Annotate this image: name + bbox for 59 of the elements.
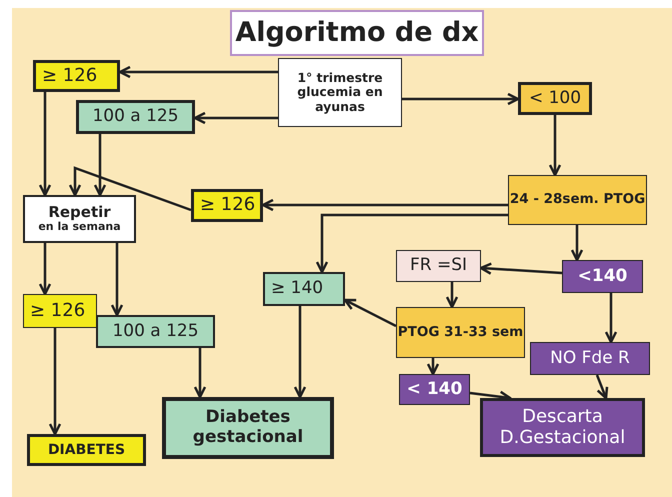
node-text: NO Fde R [550,348,630,368]
process-box [399,374,470,405]
process-box [96,315,215,348]
node-text: < 100 [528,88,582,108]
arrow [38,92,52,196]
arrow [48,328,62,436]
arrow [262,198,508,212]
node-text: Descarta D.Gestacional [498,406,626,448]
arrow [94,134,106,196]
process-box [76,100,195,134]
node-text: 1° trimestre glucemia en ayunas [296,70,384,114]
arrow [118,66,278,78]
process-box [263,272,345,306]
arrow [294,306,306,398]
arrow [446,282,458,308]
arrow [604,293,618,344]
node-text: PTOG 31-33 sem [398,324,524,340]
arrow [38,243,52,296]
node-text: 100 a 125 [112,322,199,342]
node-text: <140 [578,266,628,286]
arrow [548,115,562,176]
node-text: < 140 [406,380,462,400]
title-box: Algoritmo de dx [230,10,484,56]
node-text: ≥ 140 [271,279,324,299]
process-box [396,250,481,282]
node-text: 100 a 125 [92,107,179,127]
arrow [68,166,192,212]
node-text: Repetir [48,204,111,222]
process-box [27,434,146,466]
process-box [162,397,334,459]
process-box [278,58,402,127]
arrow [480,262,562,275]
process-box [562,260,643,293]
process-box [23,195,136,243]
node-text: DIABETES [48,442,126,458]
process-box [508,175,647,225]
node-text: Diabetes gestacional [192,408,304,448]
node-subtext: en la semana [38,221,121,234]
arrow [110,243,124,316]
arrow [402,92,520,106]
arrow [596,374,608,400]
arrow [570,225,584,262]
process-box [518,82,592,115]
arrow [344,298,397,328]
node-text: 24 - 28sem. PTOG [510,192,646,208]
process-box [480,398,645,457]
node-text: FR =SI [410,256,468,276]
process-box [33,60,120,92]
arrow [426,358,440,376]
process-box [23,294,97,328]
process-box [191,189,263,222]
arrow [194,112,278,124]
node-text: ≥ 126 [30,300,86,322]
node-text: ≥ 126 [200,195,256,216]
arrow [316,214,508,274]
process-box [396,307,525,358]
arrow [194,348,206,398]
process-box [530,342,650,375]
node-text: ≥ 126 [42,66,98,86]
